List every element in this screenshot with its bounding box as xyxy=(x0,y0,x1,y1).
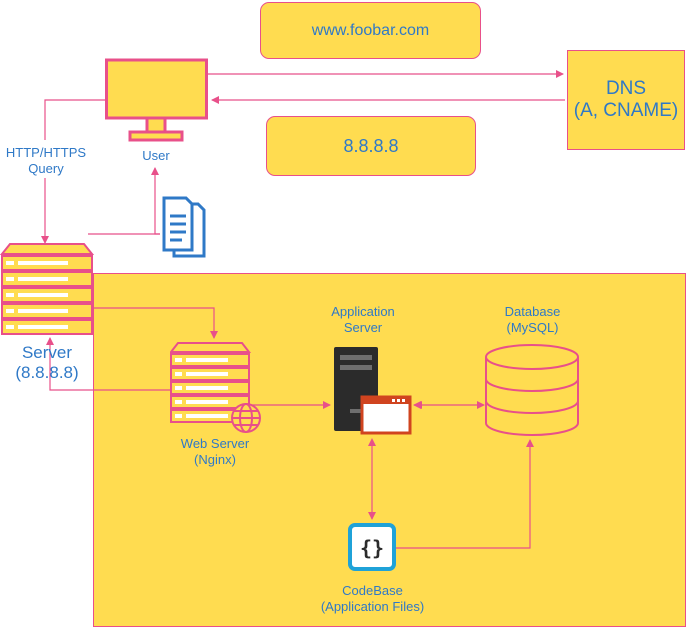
dns-records: (A, CNAME) xyxy=(573,100,679,121)
ip-text: 8.8.8.8 xyxy=(343,135,399,156)
codebase-label-line1: CodeBase xyxy=(342,583,403,598)
database-label: Database (MySQL) xyxy=(485,304,580,336)
app-server-label-line1: Application xyxy=(331,304,395,319)
query-label-line1: HTTP/HTTPS xyxy=(5,145,87,160)
app-server-label-line2: Server xyxy=(343,320,383,335)
database-icon xyxy=(485,344,579,436)
codebase-label: CodeBase (Application Files) xyxy=(300,583,445,615)
web-server-icon xyxy=(170,342,261,433)
domain-box: www.foobar.com xyxy=(260,2,481,59)
server-rack-icon xyxy=(0,243,94,335)
dns-title: DNS xyxy=(605,78,647,99)
query-label-line2: Query xyxy=(28,161,64,176)
dns-box: DNS (A, CNAME) xyxy=(567,50,685,150)
globe-icon xyxy=(231,403,261,433)
monitor-icon xyxy=(105,58,208,142)
codebase-label-line2: (Application Files) xyxy=(320,599,425,614)
server-label-line2: (8.8.8.8) xyxy=(15,363,79,382)
app-server-icon xyxy=(334,347,412,435)
svg-text:{}: {} xyxy=(360,536,384,560)
app-server-label: Application Server xyxy=(313,304,413,336)
query-label: HTTP/HTTPS Query xyxy=(0,145,92,177)
web-server-label: Web Server (Nginx) xyxy=(160,436,270,468)
code-braces-icon: {} xyxy=(348,523,396,571)
web-server-label-line2: (Nginx) xyxy=(194,452,236,467)
web-server-label-line1: Web Server xyxy=(180,436,250,451)
domain-text: www.foobar.com xyxy=(311,21,430,39)
document-icon xyxy=(162,196,206,258)
server-label-line1: Server xyxy=(21,343,73,362)
server-label: Server (8.8.8.8) xyxy=(0,343,94,383)
ip-box: 8.8.8.8 xyxy=(266,116,476,176)
user-label: User xyxy=(142,148,170,163)
database-label-line1: Database xyxy=(504,304,561,319)
app-window-icon xyxy=(360,395,412,435)
database-label-line2: (MySQL) xyxy=(506,320,559,335)
